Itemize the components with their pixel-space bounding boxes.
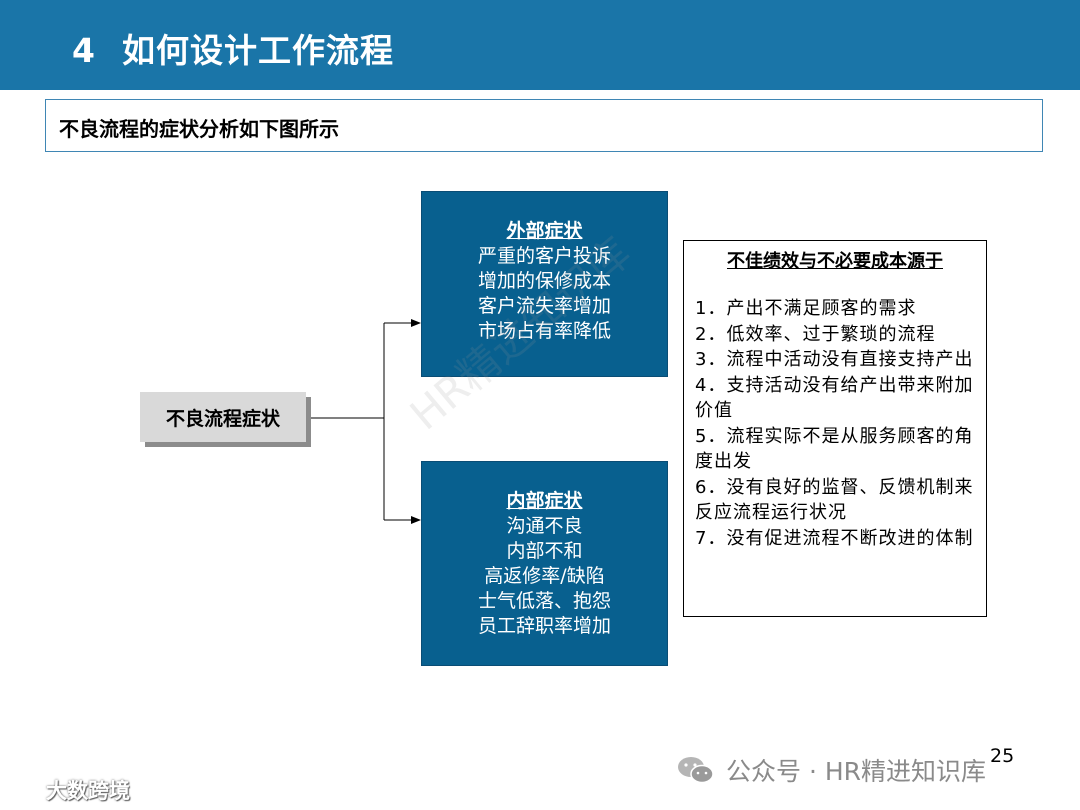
- cause-item: 5．流程实际不是从服务顾客的角度出发: [695, 425, 974, 473]
- causes-box: 不佳绩效与不必要成本源于 1．产出不满足顾客的需求 2．低效率、过于繁琐的流程 …: [683, 240, 987, 617]
- causes-list: 1．产出不满足顾客的需求 2．低效率、过于繁琐的流程 3．流程中活动没有直接支持…: [695, 296, 981, 551]
- external-symptom-item: 客户流失率增加: [477, 295, 611, 317]
- external-symptom-item: 市场占有率降低: [477, 320, 611, 342]
- internal-symptom-item: 内部不和: [506, 540, 583, 562]
- wechat-account-text: 公众号 · HR精进知识库: [726, 757, 987, 786]
- wechat-icon: [678, 757, 714, 784]
- internal-symptom-item: 员工辞职率增加: [477, 615, 611, 637]
- cause-item: 6．没有良好的监督、反馈机制来反应流程运行状况: [695, 476, 974, 524]
- cause-item: 2．低效率、过于繁琐的流程: [695, 323, 936, 345]
- internal-symptom-item: 高返修率/缺陷: [484, 565, 605, 587]
- external-symptom-item: 严重的客户投诉: [477, 245, 611, 267]
- cause-item: 7．没有促进流程不断改进的体制: [695, 527, 974, 549]
- header-bar: 4 如何设计工作流程: [0, 0, 1080, 90]
- section-number: 4: [72, 31, 96, 70]
- causes-title: 不佳绩效与不必要成本源于: [727, 251, 943, 272]
- cause-item: 4．支持活动没有给产出带来附加价值: [695, 374, 974, 422]
- brand-text: 大数跨境: [46, 779, 130, 803]
- page-title: 4 如何设计工作流程: [72, 24, 394, 72]
- external-symptom-item: 增加的保修成本: [477, 270, 611, 292]
- internal-symptoms-title: 内部症状: [506, 490, 583, 512]
- brand-logo-icon: [5, 783, 39, 797]
- cause-item: 1．产出不满足顾客的需求: [695, 298, 917, 319]
- internal-symptom-item: 沟通不良: [506, 515, 583, 537]
- subtitle-box: 不良流程的症状分析如下图所示: [45, 99, 1043, 152]
- internal-symptoms-box: 内部症状 沟通不良 内部不和 高返修率/缺陷 士气低落、抱怨 员工辞职率增加: [421, 461, 668, 666]
- brand-footer: 大数跨境: [4, 775, 130, 805]
- external-symptoms-box: 外部症状 严重的客户投诉 增加的保修成本 客户流失率增加 市场占有率降低: [421, 191, 668, 377]
- wechat-footer: 公众号 · HR精进知识库: [676, 752, 986, 788]
- root-node: 不良流程症状: [140, 392, 306, 442]
- page-number: 25: [990, 745, 1015, 767]
- subtitle-text: 不良流程的症状分析如下图所示: [59, 117, 339, 141]
- cause-item: 3．流程中活动没有直接支持产出: [695, 349, 974, 370]
- section-title: 如何设计工作流程: [121, 31, 394, 70]
- internal-symptom-item: 士气低落、抱怨: [477, 590, 611, 612]
- external-symptoms-title: 外部症状: [506, 220, 583, 242]
